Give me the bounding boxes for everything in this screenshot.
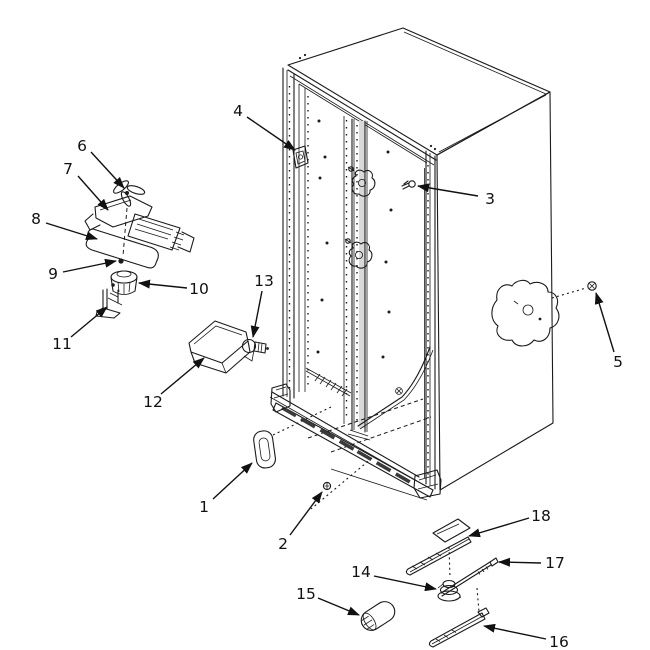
callout-label-15: 15 <box>296 585 316 603</box>
clip-4 <box>292 145 309 169</box>
callout-18: 18 <box>468 507 551 538</box>
callout-label-16: 16 <box>549 633 569 650</box>
callout-label-10: 10 <box>189 280 209 298</box>
callout-label-18: 18 <box>531 507 551 525</box>
callout-9: 9 <box>48 258 117 283</box>
bottom-roller-parts <box>360 518 499 648</box>
callout-label-6: 6 <box>77 137 87 155</box>
axle-rod-17 <box>440 557 499 597</box>
screw-2 <box>322 481 332 491</box>
callout-16: 16 <box>483 623 569 650</box>
callout-label-2: 2 <box>278 535 288 553</box>
rail-16 <box>428 607 490 648</box>
callout-label-1: 1 <box>199 498 209 516</box>
screw-3 <box>401 180 416 190</box>
callout-label-5: 5 <box>613 353 623 371</box>
screw-5 <box>587 281 597 291</box>
callout-1: 1 <box>199 462 253 516</box>
callout-label-7: 7 <box>63 160 73 178</box>
fan-blade <box>113 180 146 207</box>
callout-17: 17 <box>498 554 565 572</box>
evaporator-cover <box>188 320 255 374</box>
callout-10: 10 <box>138 279 209 298</box>
callout-7: 7 <box>63 160 109 211</box>
callout-label-8: 8 <box>31 210 41 228</box>
callout-2: 2 <box>278 491 323 553</box>
callout-label-14: 14 <box>351 563 371 581</box>
roller-cylinder-15 <box>360 601 396 631</box>
callout-3: 3 <box>417 183 495 208</box>
fan-shroud <box>84 195 153 231</box>
mullion-socket-lower <box>344 238 373 269</box>
callout-label-9: 9 <box>48 265 58 283</box>
side-panel-plate <box>491 279 587 347</box>
motor-mount-plate <box>127 213 195 253</box>
harness-loop <box>85 228 159 269</box>
callout-label-12: 12 <box>143 393 163 411</box>
cabinet-base <box>269 346 442 510</box>
callout-label-17: 17 <box>545 554 565 572</box>
callout-label-11: 11 <box>52 335 72 353</box>
callout-label-13: 13 <box>254 272 274 290</box>
callout-5: 5 <box>594 292 623 371</box>
screw-9 <box>118 258 124 264</box>
base-rail-slots <box>281 406 411 484</box>
grommet <box>253 430 276 469</box>
callout-label-4: 4 <box>233 102 243 120</box>
mullion-socket-upper <box>347 166 376 197</box>
callout-12: 12 <box>143 357 205 411</box>
cabinet-outline <box>282 27 554 491</box>
rail-18 <box>405 518 472 576</box>
callout-label-3: 3 <box>485 190 495 208</box>
center-mullion <box>343 116 376 441</box>
fan-assembly <box>84 180 195 319</box>
callout-14: 14 <box>351 563 437 592</box>
light-bulb <box>241 338 269 354</box>
callout-15: 15 <box>296 585 360 616</box>
back-wall-screw-holes <box>316 119 393 359</box>
callout-4: 4 <box>233 102 296 151</box>
callouts: 1 2 3 4 5 6 7 8 <box>31 102 623 650</box>
fan-motor <box>110 270 138 295</box>
callout-13: 13 <box>250 272 274 338</box>
callout-6: 6 <box>77 137 125 189</box>
callout-8: 8 <box>31 210 98 241</box>
callout-11: 11 <box>52 306 108 353</box>
